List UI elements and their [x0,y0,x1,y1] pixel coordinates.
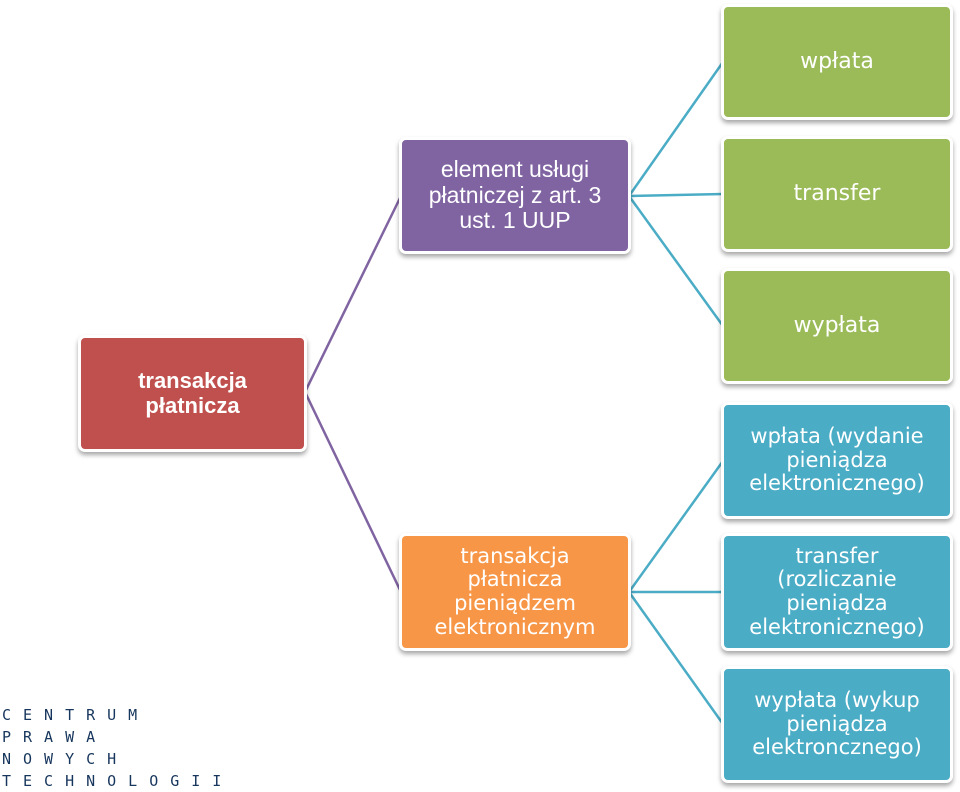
leaf-node-label: wypłata (wykup pieniądza elektroncznego) [752,688,922,760]
connector-service-to-transfer [628,192,724,198]
logo-line: NOWYCH [2,750,129,768]
branch-node-label: transakcja płatnicza pieniądzem elektron… [434,543,596,639]
root-node-payment-transaction: transakcja płatnicza [78,335,307,452]
logo-line: PRAWA [2,728,108,746]
connector-root-to-service-element [303,195,403,393]
logo-line: CENTRUM [2,706,150,724]
logo-line: TECHNOLOGII [2,772,234,790]
connector-root-to-e-money-transaction [303,391,403,593]
branch-node-label: element usługi płatniczej z art. 3 ust. … [428,155,602,234]
branch-node-e-money-transaction: transakcja płatnicza pieniądzem elektron… [399,533,631,651]
leaf-node-emoney-wplata: wpłata (wydanie pieniądza elektroniczneg… [721,402,953,519]
connector-emoney-to-wplata [627,460,725,593]
connector-service-to-wplata [627,61,725,197]
leaf-node-emoney-wyplata: wypłata (wykup pieniądza elektroncznego) [721,666,953,783]
leaf-node-label: wpłata [800,48,874,74]
connector-emoney-to-wyplata [627,591,725,725]
centrum-prawa-nowych-technologii-logo: CENTRUM PRAWA NOWYCH TECHNOLOGII [2,704,233,792]
leaf-node-wplata: wpłata [721,4,953,120]
leaf-node-label: transfer [793,180,881,206]
leaf-node-transfer: transfer [721,136,953,252]
leaf-node-label: wypłata [793,312,881,338]
root-node-label: transakcja płatnicza [138,367,247,418]
connector-service-to-wyplata [627,195,725,327]
leaf-node-emoney-transfer: transfer (rozliczanie pieniądza elektron… [721,533,953,651]
branch-node-service-element: element usługi płatniczej z art. 3 ust. … [399,137,631,254]
leaf-node-label: wpłata (wydanie pieniądza elektroniczneg… [749,424,925,496]
leaf-node-label: transfer (rozliczanie pieniądza elektron… [749,543,925,639]
leaf-node-wyplata: wypłata [721,268,953,384]
